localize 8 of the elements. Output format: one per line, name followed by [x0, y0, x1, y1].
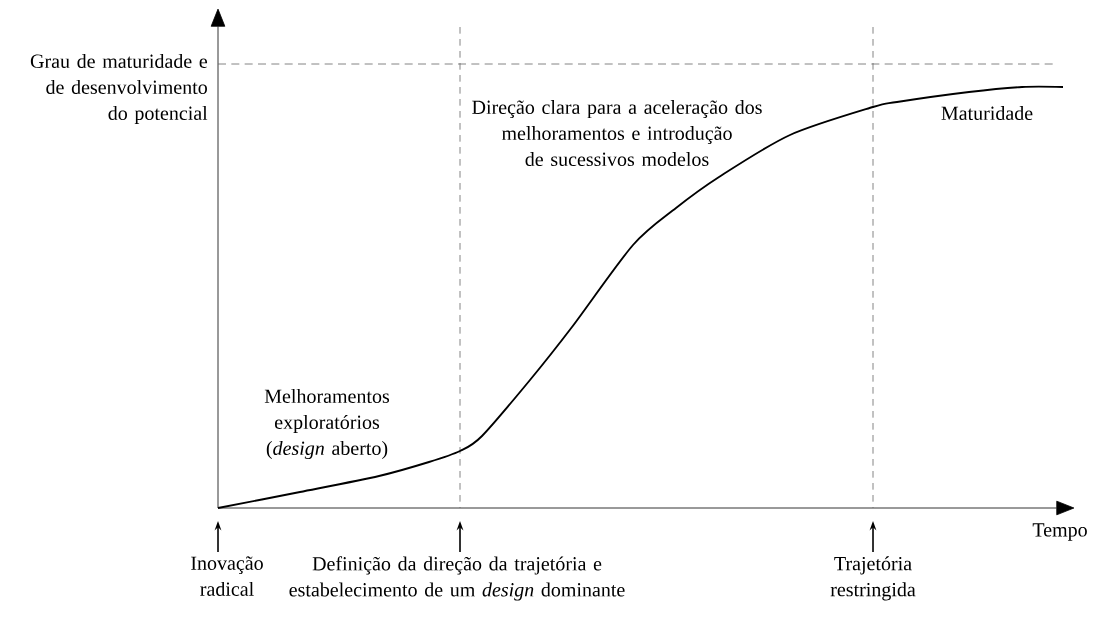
annotation-text: Direção clara para a aceleração dos melhoramentos e introdução de sucessivos modelos — [472, 100, 762, 167]
annotation-text: Melhoramentos exploratórios (design aberto) — [264, 388, 390, 460]
axis-label: Grau de maturidade e de desenvolvimento do potencial — [30, 53, 208, 125]
event-label: Trajetória restringida — [830, 556, 916, 601]
axis-label: Tempo — [1032, 523, 1087, 541]
event-label: Definição da direção da trajetória e estabelecimento de um design dominante — [289, 556, 625, 601]
event-label: Inovação radical — [191, 556, 263, 596]
annotation-text: Maturidade — [941, 106, 1033, 121]
